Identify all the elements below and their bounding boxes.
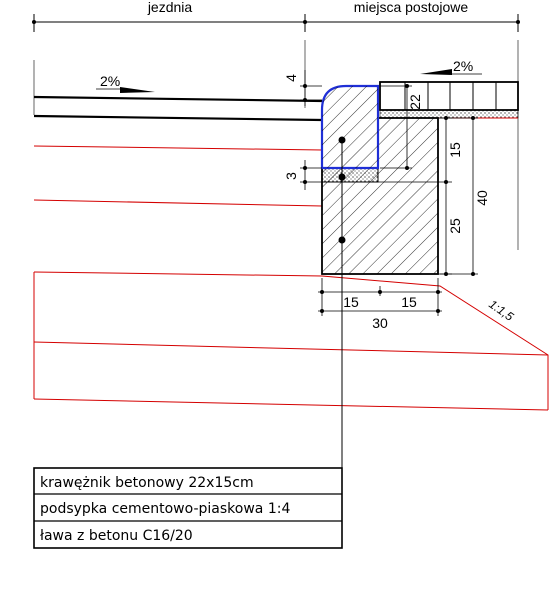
bedding-layer bbox=[321, 167, 379, 183]
dim-total-height bbox=[440, 116, 478, 276]
dim-total-height-label: 40 bbox=[474, 190, 490, 206]
layer-lines bbox=[33, 117, 549, 411]
legend-item-foundation: ława z betonu C16/20 bbox=[40, 528, 193, 544]
curb-hatch bbox=[322, 86, 378, 168]
legend-item-bedding: podsypka cementowo-piaskowa 1:4 bbox=[40, 501, 290, 517]
dim-foundation-height-label: 25 bbox=[447, 218, 463, 234]
dim-upper-block-label: 15 bbox=[447, 142, 463, 158]
dim-base bbox=[318, 278, 442, 316]
dim-top-offset-label: 4 bbox=[283, 74, 299, 82]
header-dimension-line bbox=[32, 14, 520, 32]
road-surface bbox=[33, 95, 323, 122]
dim-bed-thickness bbox=[300, 160, 322, 190]
parking-slope-label: 2% bbox=[453, 58, 473, 74]
dim-base-right-label: 15 bbox=[401, 294, 417, 310]
leader-line bbox=[338, 136, 346, 470]
legend-item-curb: krawężnik betonowy 22x15cm bbox=[40, 475, 254, 491]
dim-curb-height bbox=[380, 84, 412, 170]
embankment-slope-label: 1:1,5 bbox=[486, 297, 516, 324]
road-slope-arrow bbox=[96, 87, 155, 93]
dim-base-total-label: 30 bbox=[372, 315, 388, 331]
legend-table bbox=[33, 467, 343, 549]
dim-bed-thickness-label: 3 bbox=[283, 172, 299, 180]
dim-base-left-label: 15 bbox=[343, 294, 359, 310]
header-left-label: jezdnia bbox=[147, 0, 193, 15]
parking-pavers bbox=[379, 81, 519, 119]
parking-slope-arrow bbox=[420, 69, 482, 75]
header-right-label: miejsca postojowe bbox=[354, 0, 469, 15]
road-slope-label: 2% bbox=[100, 73, 120, 89]
dim-top-offset bbox=[300, 70, 322, 106]
dim-curb-height-label: 22 bbox=[407, 94, 423, 110]
